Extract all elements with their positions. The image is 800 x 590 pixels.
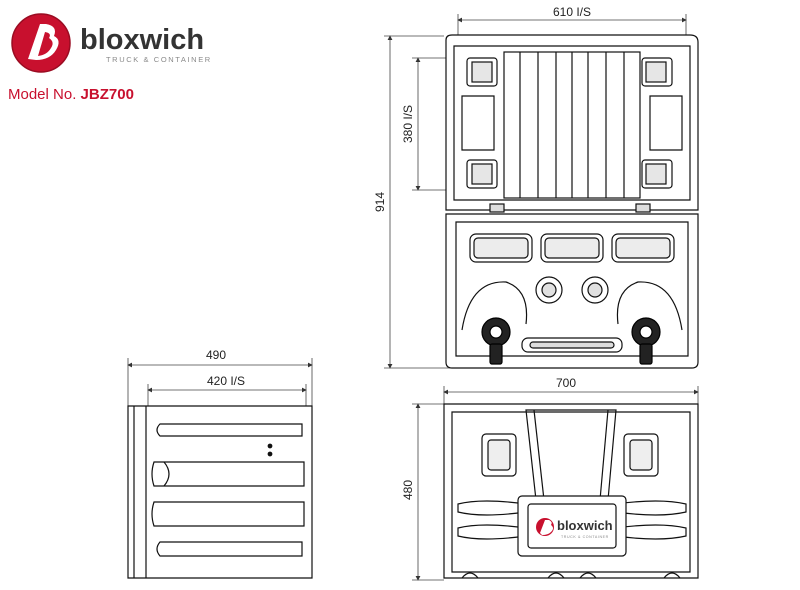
front-badge: bloxwich TRUCK & CONTAINER	[536, 518, 613, 539]
model-code: JBZ700	[80, 86, 134, 103]
dim-front-width: 700	[556, 376, 576, 390]
brand-logo: bloxwich TRUCK & CONTAINER	[11, 13, 212, 73]
dim-side-width: 490	[206, 348, 226, 362]
side-view	[127, 405, 313, 579]
top-view	[445, 34, 699, 369]
front-badge-tagline: TRUCK & CONTAINER	[561, 535, 609, 539]
dim-front-height: 480	[401, 480, 415, 500]
dim-overall-height: 914	[373, 192, 387, 212]
model-label: Model No.	[8, 86, 77, 103]
logo-tagline: TRUCK & CONTAINER	[106, 55, 212, 64]
front-view	[443, 403, 699, 579]
dim-top-width-is: 610 I/S	[553, 5, 591, 19]
dim-side-width-is: 420 I/S	[207, 374, 245, 388]
logo-wordmark: bloxwich	[80, 24, 204, 56]
model-number: Model No. JBZ700	[8, 86, 134, 103]
front-badge-name: bloxwich	[557, 518, 613, 533]
dim-top-depth-is: 380 I/S	[401, 105, 415, 143]
